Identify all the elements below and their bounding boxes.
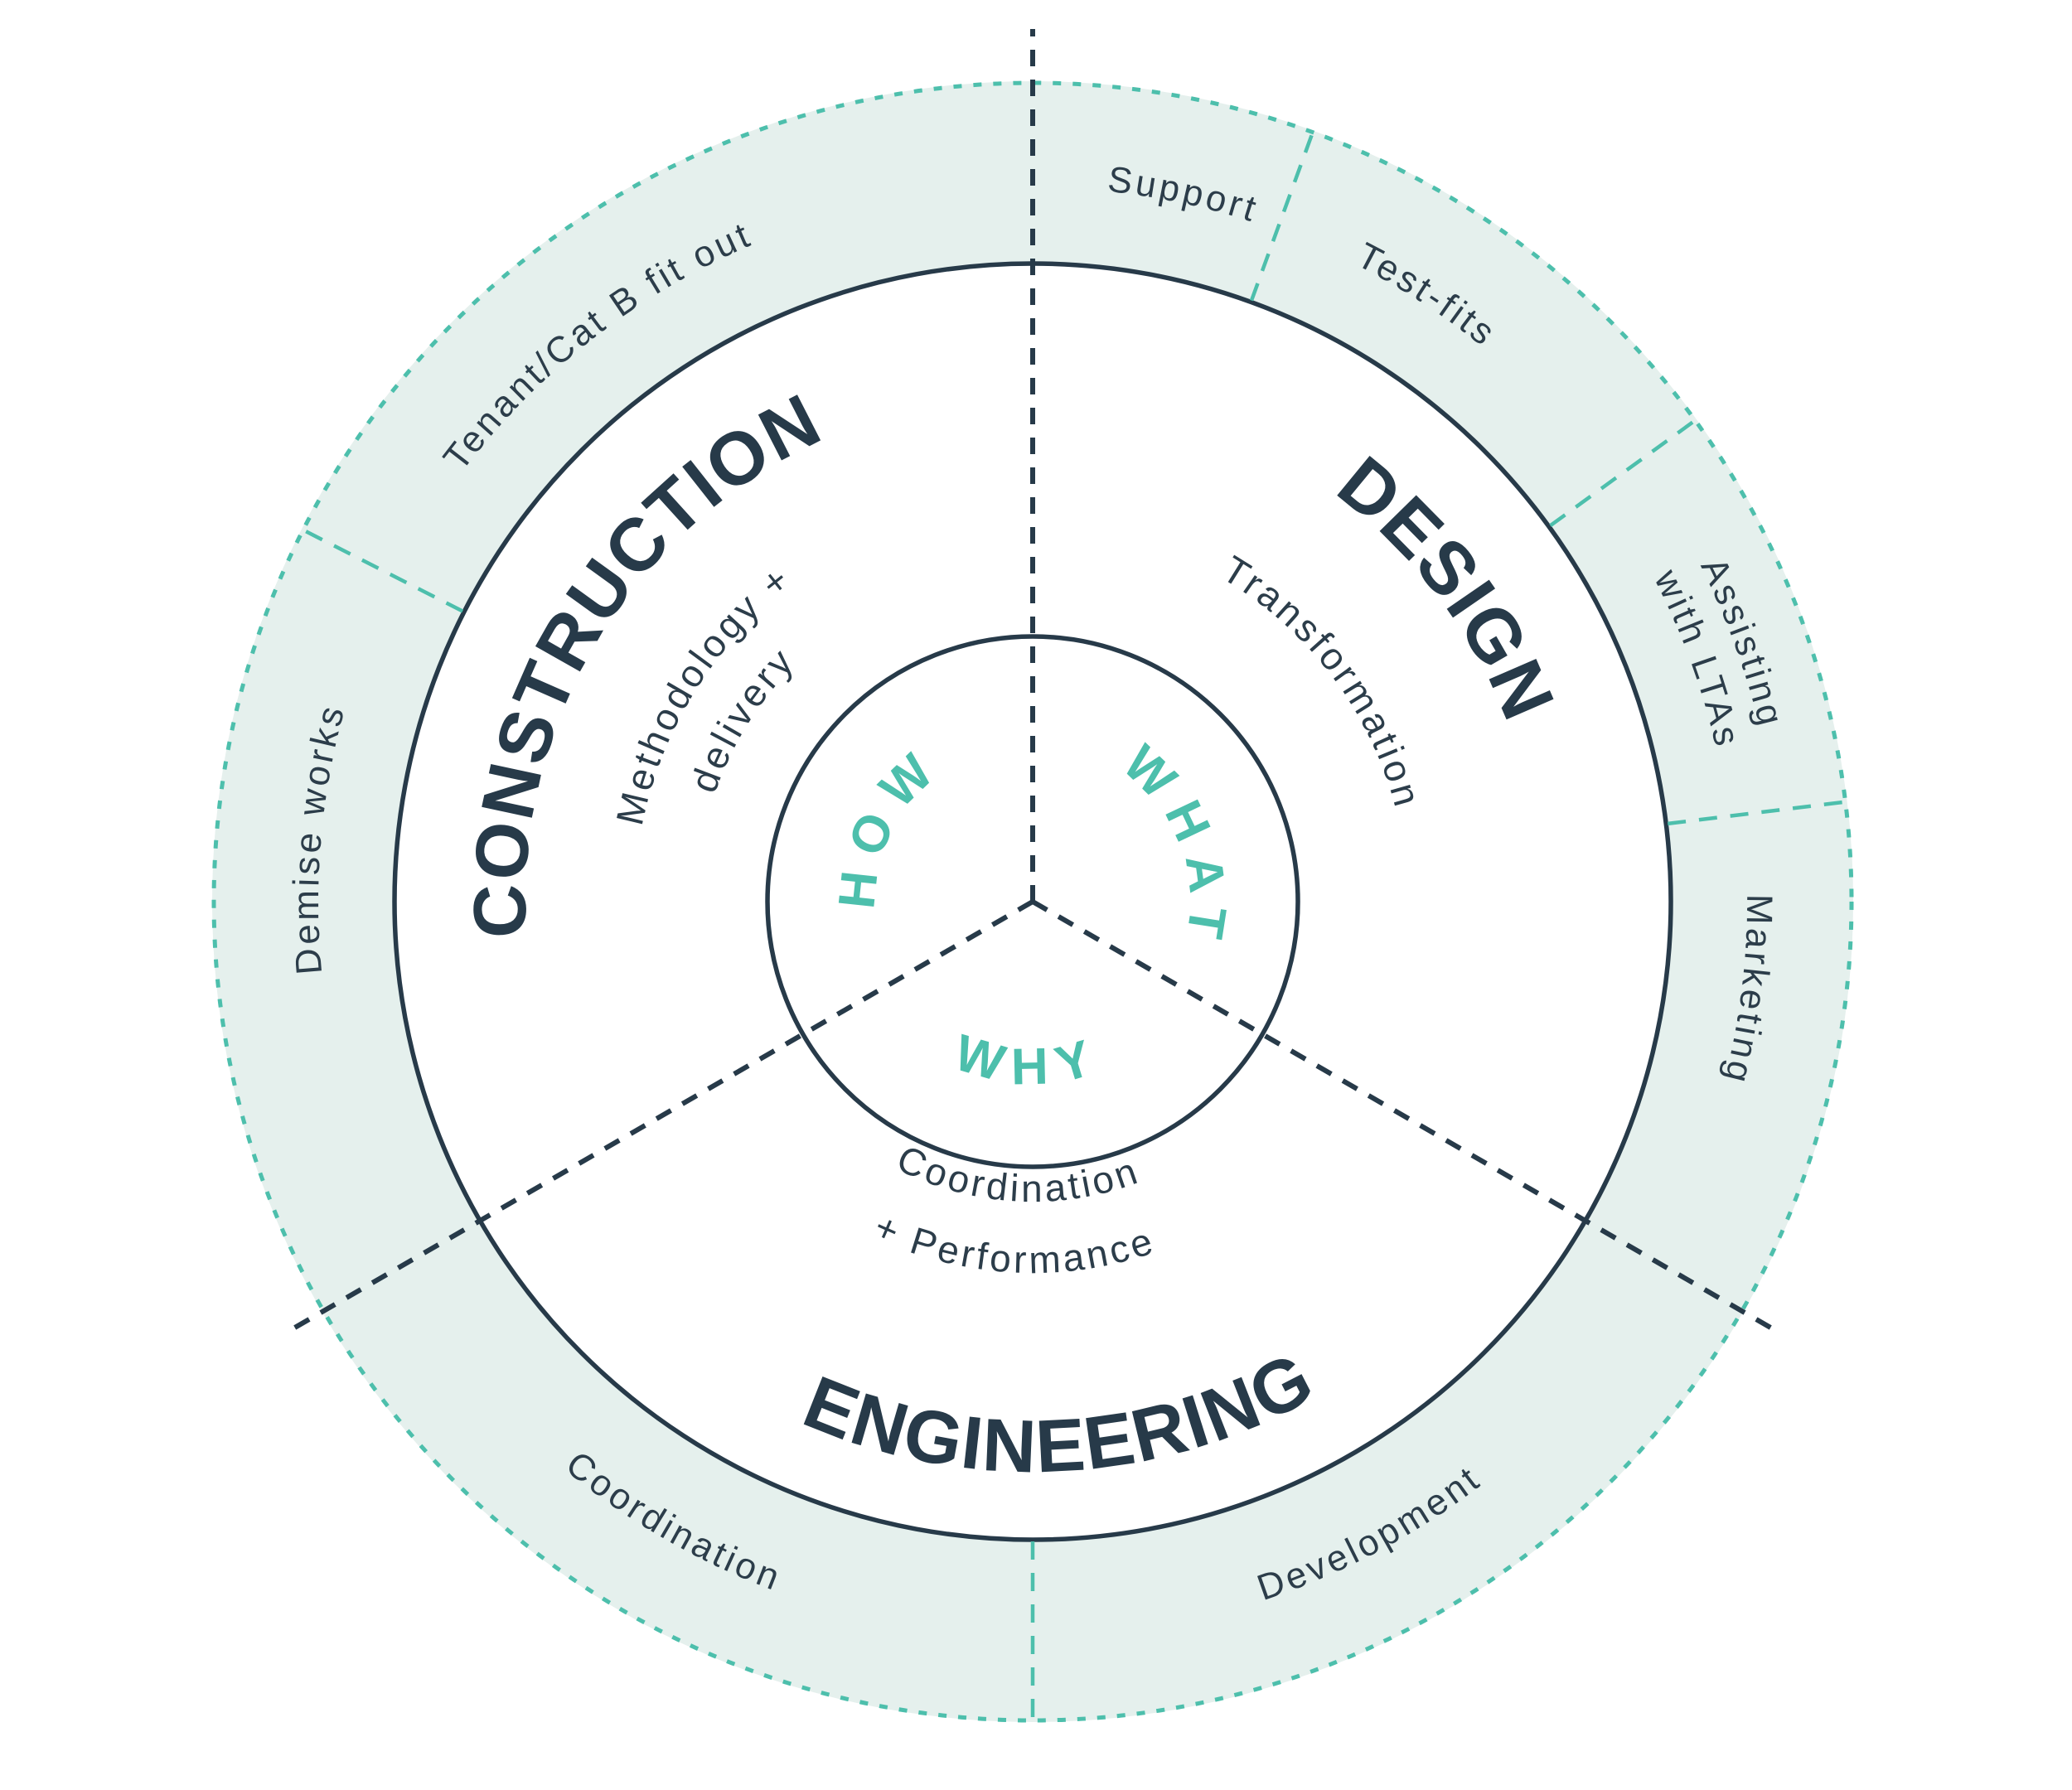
outer-dotted-border [211,80,1854,1723]
divider-main-lower-left [292,899,1034,1331]
divider-main-lower-right [1031,899,1774,1331]
